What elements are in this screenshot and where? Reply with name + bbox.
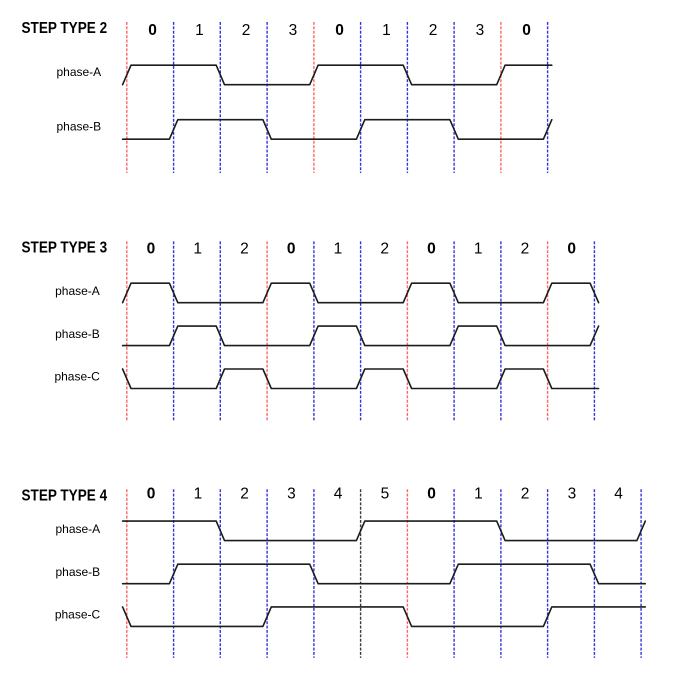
svg-text:phase-C: phase-C — [54, 370, 100, 384]
svg-text:1: 1 — [382, 22, 391, 39]
svg-text:3: 3 — [568, 486, 577, 503]
svg-text:3: 3 — [289, 22, 298, 39]
svg-text:phase-A: phase-A — [55, 522, 100, 536]
svg-text:1: 1 — [195, 22, 204, 39]
svg-text:2: 2 — [521, 486, 530, 503]
svg-text:0: 0 — [427, 486, 436, 503]
svg-text:4: 4 — [334, 486, 343, 503]
svg-text:2: 2 — [380, 241, 389, 258]
svg-text:0: 0 — [147, 241, 156, 258]
svg-text:STEP TYPE 3: STEP TYPE 3 — [22, 240, 108, 257]
svg-text:1: 1 — [474, 241, 483, 258]
svg-text:phase-A: phase-A — [55, 284, 100, 298]
svg-text:phase-C: phase-C — [55, 608, 101, 622]
svg-text:phase-B: phase-B — [55, 327, 100, 341]
svg-text:1: 1 — [193, 241, 202, 258]
svg-text:1: 1 — [334, 241, 343, 258]
svg-text:phase-A: phase-A — [56, 65, 101, 79]
svg-text:0: 0 — [522, 22, 531, 39]
svg-text:3: 3 — [287, 486, 296, 503]
svg-text:2: 2 — [240, 486, 249, 503]
svg-text:2: 2 — [240, 241, 249, 258]
svg-text:0: 0 — [335, 22, 344, 39]
svg-text:3: 3 — [476, 22, 485, 39]
svg-text:phase-B: phase-B — [56, 119, 101, 133]
svg-text:0: 0 — [287, 241, 296, 258]
svg-text:0: 0 — [148, 22, 157, 39]
svg-text:5: 5 — [381, 486, 390, 503]
svg-text:STEP TYPE 4: STEP TYPE 4 — [22, 487, 108, 504]
svg-text:4: 4 — [614, 486, 623, 503]
svg-text:1: 1 — [194, 486, 203, 503]
svg-text:0: 0 — [147, 486, 156, 503]
svg-text:STEP TYPE 2: STEP TYPE 2 — [22, 20, 108, 37]
svg-text:2: 2 — [521, 241, 530, 258]
svg-text:1: 1 — [474, 486, 483, 503]
svg-text:0: 0 — [427, 241, 436, 258]
svg-text:0: 0 — [567, 241, 576, 258]
svg-text:phase-B: phase-B — [55, 565, 100, 579]
svg-text:2: 2 — [242, 22, 251, 39]
svg-text:2: 2 — [429, 22, 438, 39]
